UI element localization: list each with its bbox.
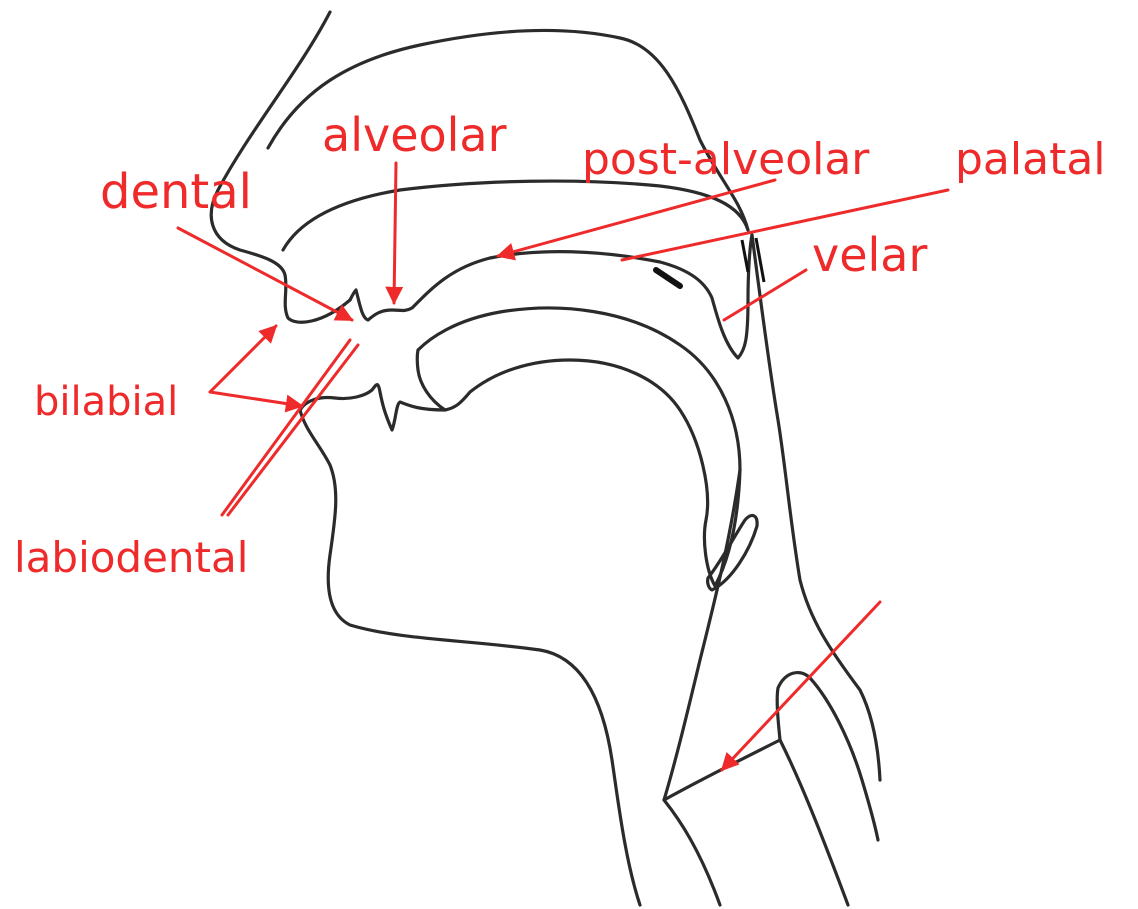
tongue-outline xyxy=(417,308,740,586)
pointer-bilabial-upper xyxy=(210,326,276,392)
chin-jaw-outline xyxy=(300,410,640,905)
larynx-lower-outline xyxy=(780,740,848,905)
label-bilabial: bilabial xyxy=(34,382,178,422)
velar-mark-1 xyxy=(742,240,748,272)
pointer-alveolar xyxy=(394,163,396,303)
pointer-dental xyxy=(178,228,352,320)
pointer-velar xyxy=(724,270,806,320)
label-palatal: palatal xyxy=(955,138,1106,182)
palatal-mark xyxy=(656,270,680,286)
label-dental: dental xyxy=(100,168,252,216)
upper-teeth-outline xyxy=(350,258,490,320)
larynx-front-outline xyxy=(664,470,740,905)
pointer-labiodental-2 xyxy=(228,345,358,515)
epiglottis-outline xyxy=(708,515,757,590)
label-alveolar: alveolar xyxy=(322,112,507,158)
palate-outline xyxy=(490,235,752,358)
label-velar: velar xyxy=(812,232,927,278)
pointer-post-alveolar xyxy=(498,180,775,256)
label-labiodental: labiodental xyxy=(14,537,248,579)
pointer-labiodental-1 xyxy=(222,340,350,515)
label-post-alveolar: post-alveolar xyxy=(582,138,869,182)
pointer-bilabial-lower xyxy=(210,392,302,406)
pharynx-wall-outline xyxy=(752,235,880,780)
nasal-floor-outline xyxy=(283,181,748,250)
